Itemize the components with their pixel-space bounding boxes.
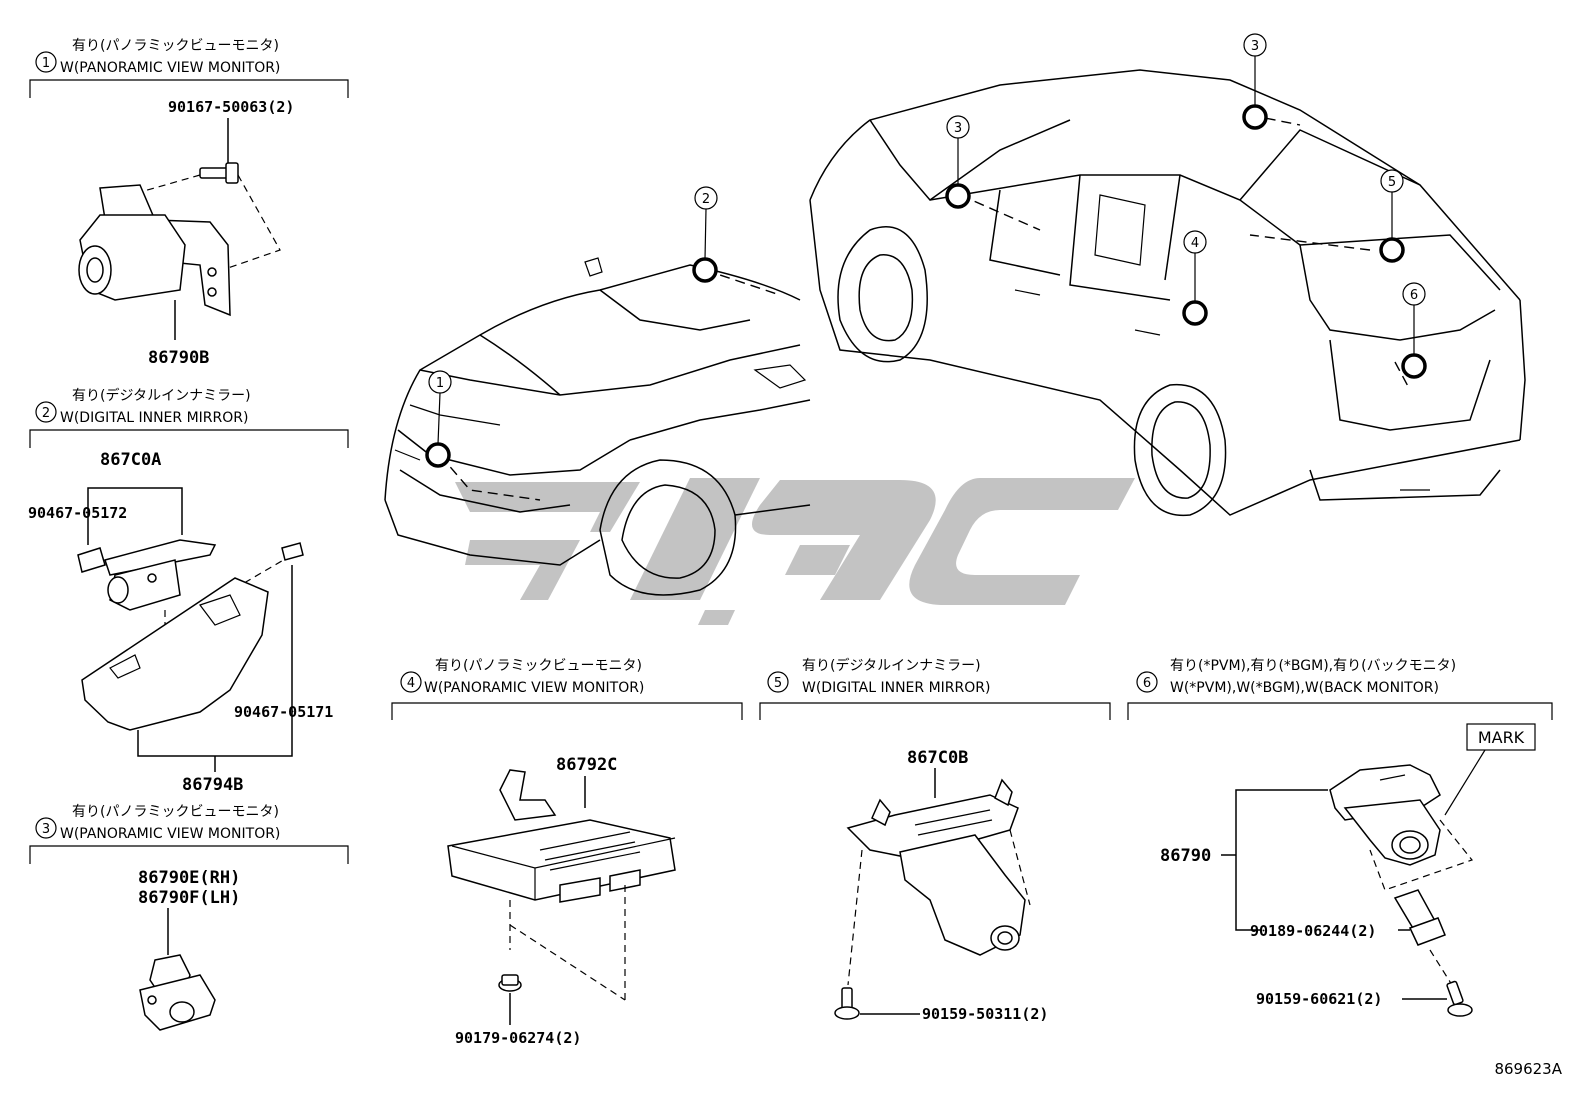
- camera-location-marker: [1401, 353, 1427, 379]
- camera-location-marker: [945, 183, 971, 209]
- section-3: 3 有り(パノラミックビューモニタ) W(PANORAMIC VIEW MONI…: [29, 804, 349, 1031]
- part-label-90467-05171: 90467-05171: [234, 703, 333, 721]
- mirror-camera-icon: [77, 539, 217, 611]
- part-label-86790B: 86790B: [148, 348, 209, 368]
- section-3-bracket: [29, 845, 349, 864]
- screw-icon: [199, 162, 239, 184]
- section-5-number: 5: [774, 676, 782, 691]
- part-label-86794B: 86794B: [182, 775, 243, 795]
- leader-bracket: [1235, 789, 1328, 931]
- part-label-86790E-RH: 86790E(RH): [138, 868, 240, 888]
- side-camera-icon: [78, 184, 231, 317]
- section-5-number-circle: [767, 671, 789, 693]
- vehicle-marker-label: 1: [436, 376, 444, 391]
- section-6-number: 6: [1143, 676, 1151, 691]
- part-label-90167-50063: 90167-50063(2): [168, 98, 294, 116]
- section-1-en-label: W(PANORAMIC VIEW MONITOR): [60, 60, 280, 76]
- camera-location-marker: [692, 257, 718, 283]
- part-label-86790: 86790: [1160, 846, 1211, 866]
- section-2-bracket: [29, 429, 349, 448]
- section-4-en-label: W(PANORAMIC VIEW MONITOR): [424, 680, 644, 696]
- part-label-90159-50311: 90159-50311(2): [922, 1005, 1048, 1023]
- mark-box: [1466, 723, 1536, 751]
- camera-location-marker: [425, 442, 451, 468]
- nut-icon: [498, 974, 522, 992]
- clip-icon: [1393, 889, 1446, 946]
- section-4: 4 有り(パノラミックビューモニタ) W(PANORAMIC VIEW MONI…: [391, 658, 743, 1047]
- section-2: 2 有り(デジタルインナミラー) W(DIGITAL INNER MIRROR)…: [28, 387, 349, 795]
- section-5-jp-label: 有り(デジタルインナミラー): [802, 657, 981, 674]
- section-6-bracket: [1127, 702, 1553, 720]
- section-6-jp-label: 有り(*PVM),有り(*BGM),有り(バックモニタ): [1170, 658, 1456, 674]
- watermark-logo: [455, 478, 1135, 625]
- part-label-90179-06274: 90179-06274(2): [455, 1029, 581, 1047]
- part-label-90467-05172: 90467-05172: [28, 504, 127, 522]
- section-5-en-label: W(DIGITAL INNER MIRROR): [802, 680, 990, 696]
- section-4-bracket: [391, 702, 743, 720]
- section-2-number: 2: [42, 406, 50, 421]
- clip-icon: [281, 542, 304, 561]
- mirror-cover-icon: [81, 577, 269, 731]
- section-6-en-label: W(*PVM),W(*BGM),W(BACK MONITOR): [1170, 680, 1439, 696]
- part-label-90159-60621: 90159-60621(2): [1256, 990, 1382, 1008]
- section-3-en-label: W(PANORAMIC VIEW MONITOR): [60, 826, 280, 842]
- part-label-867C0B: 867C0B: [907, 748, 968, 768]
- section-2-jp-label: 有り(デジタルインナミラー): [72, 387, 251, 404]
- section-1-jp-label: 有り(パノラミックビューモニタ): [72, 38, 279, 54]
- vehicle-marker-label: 5: [1388, 175, 1396, 190]
- section-3-number-circle: [35, 817, 57, 839]
- section-2-en-label: W(DIGITAL INNER MIRROR): [60, 410, 248, 426]
- ecu-module-icon: [447, 769, 676, 903]
- section-1-number: 1: [42, 56, 50, 71]
- section-1-number-circle: [35, 51, 57, 73]
- section-5-bracket: [759, 702, 1111, 720]
- camera-location-marker: [1242, 104, 1268, 130]
- screw-icon: [1446, 980, 1473, 1017]
- section-3-jp-label: 有り(パノラミックビューモニタ): [72, 804, 279, 820]
- part-label-86792C: 86792C: [556, 755, 617, 775]
- section-4-number-circle: [400, 671, 422, 693]
- mirror-side-camera-icon: [139, 954, 216, 1031]
- diagram-code: 869623A: [1494, 1060, 1562, 1078]
- section-6: 6 有り(*PVM),有り(*BGM),有り(バックモニタ) W(*PVM),W…: [1127, 658, 1553, 1017]
- part-label-90189-06244: 90189-06244(2): [1250, 922, 1376, 940]
- back-camera-icon: [1329, 764, 1441, 866]
- camera-location-marker: [1379, 237, 1405, 263]
- leader-line: [1444, 749, 1486, 816]
- vehicle-marker-label: 3: [1251, 39, 1259, 54]
- section-1: 1 有り(パノラミックビューモニタ) W(PANORAMIC VIEW MONI…: [29, 38, 349, 368]
- part-label-867C0A: 867C0A: [100, 450, 161, 470]
- section-2-number-circle: [35, 401, 57, 423]
- vehicle-marker-label: 4: [1191, 236, 1199, 251]
- section-4-jp-label: 有り(パノラミックビューモニタ): [435, 658, 642, 674]
- vehicle-rear-view: 3 3 4 5 6: [809, 33, 1526, 517]
- leader-bracket: [87, 487, 183, 545]
- section-5: 5 有り(デジタルインナミラー) W(DIGITAL INNER MIRROR)…: [759, 657, 1111, 1023]
- mark-label: MARK: [1478, 728, 1525, 747]
- rear-mirror-camera-icon: [846, 778, 1026, 956]
- section-1-bracket: [29, 79, 349, 98]
- vehicle-marker-label: 6: [1410, 288, 1418, 303]
- vehicle-marker-label: 3: [954, 121, 962, 136]
- section-3-number: 3: [42, 822, 50, 837]
- camera-location-marker: [1182, 300, 1208, 326]
- screw-icon: [834, 987, 860, 1020]
- vehicle-front-view: 1 2: [384, 186, 811, 596]
- section-6-number-circle: [1136, 671, 1158, 693]
- vehicle-marker-label: 2: [702, 192, 710, 207]
- part-label-86790F-LH: 86790F(LH): [138, 888, 240, 908]
- section-4-number: 4: [407, 676, 415, 691]
